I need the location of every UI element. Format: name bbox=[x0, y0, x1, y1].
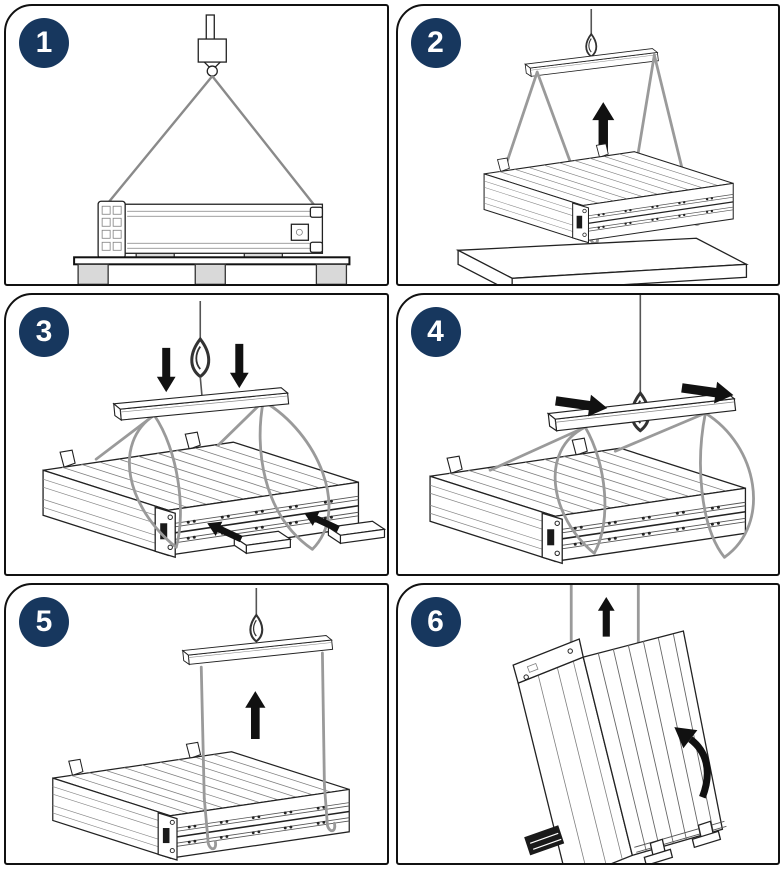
down-arrow-icon bbox=[156, 348, 176, 393]
module-illustration bbox=[428, 437, 746, 565]
step-5-illustration bbox=[52, 587, 350, 861]
step-number-badge: 5 bbox=[19, 596, 69, 647]
step-panel-5: 5 bbox=[4, 582, 389, 865]
step-number-badge: 6 bbox=[410, 596, 461, 647]
lifting-sling bbox=[488, 412, 755, 560]
step-number-badge: 3 bbox=[19, 307, 69, 358]
hook-icon bbox=[190, 337, 211, 379]
step-2-illustration bbox=[455, 9, 749, 285]
step-number-badge: 1 bbox=[19, 18, 69, 68]
step-number-badge: 2 bbox=[410, 18, 461, 68]
step-panel-4: 4 bbox=[395, 293, 780, 576]
module-illustration bbox=[52, 741, 350, 861]
lifting-sling bbox=[103, 75, 317, 209]
step-1-illustration bbox=[73, 14, 351, 285]
down-arrow-icon bbox=[229, 344, 249, 389]
step-number-badge: 4 bbox=[410, 307, 461, 358]
module-illustration bbox=[482, 143, 734, 244]
module-upright-illustration bbox=[511, 629, 727, 863]
hook-icon bbox=[249, 613, 264, 643]
up-arrow-icon bbox=[245, 690, 266, 739]
pallet-slab bbox=[455, 237, 749, 285]
up-arrow-icon bbox=[597, 596, 615, 637]
step-panel-6: 6 bbox=[395, 582, 780, 865]
step-3-illustration bbox=[42, 301, 386, 559]
lifting-sling bbox=[94, 400, 331, 552]
pallet bbox=[73, 256, 351, 285]
rotate-arrow-icon bbox=[673, 726, 711, 799]
step-panel-1: 1 bbox=[4, 4, 389, 287]
crane-hook bbox=[197, 14, 227, 77]
step-panel-3: 3 bbox=[4, 293, 389, 576]
module-side-view bbox=[97, 200, 324, 259]
lifting-sling bbox=[199, 651, 337, 850]
step-4-illustration bbox=[428, 295, 755, 565]
hook-icon bbox=[584, 33, 597, 58]
step-panel-2: 2 bbox=[395, 4, 780, 287]
step-6-illustration bbox=[511, 584, 727, 863]
